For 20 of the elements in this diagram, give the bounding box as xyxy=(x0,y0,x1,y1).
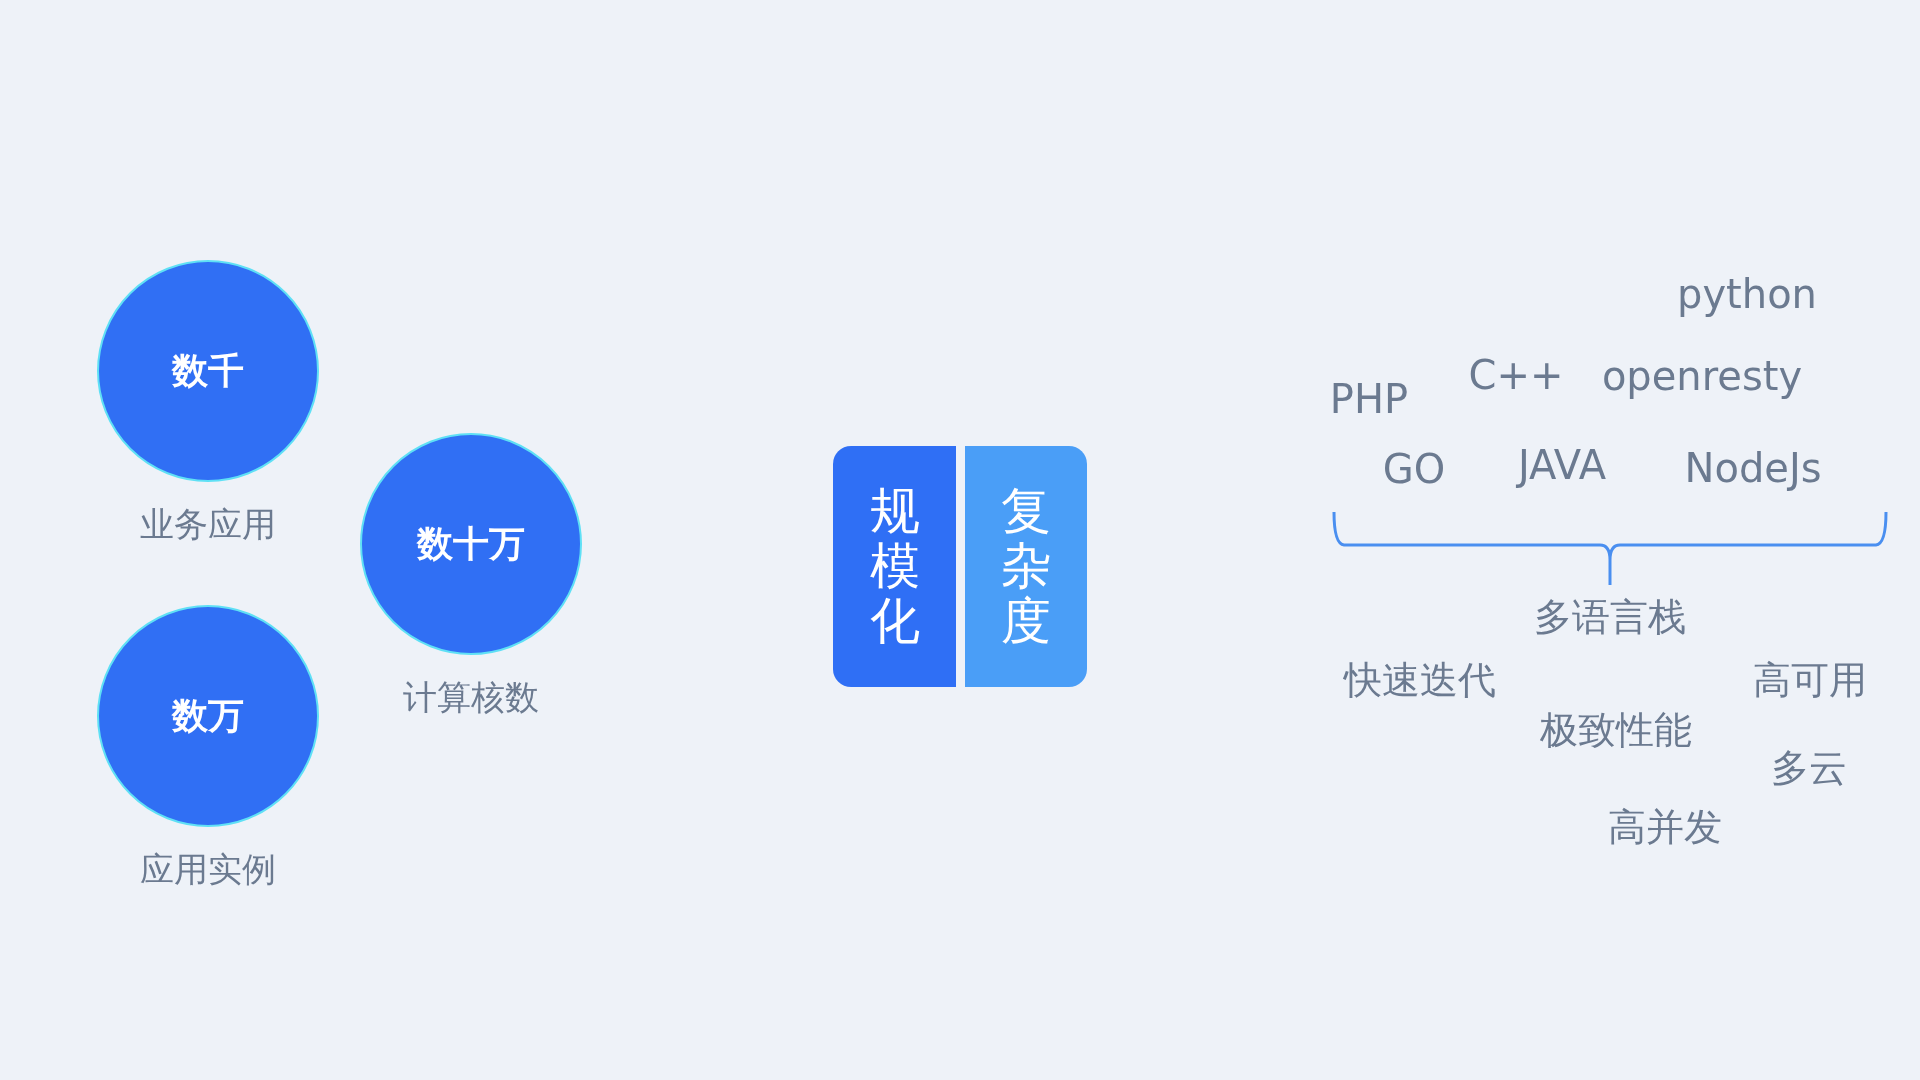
keyword-label: openresty xyxy=(1600,352,1804,401)
dimension-panel xyxy=(833,446,956,687)
keyword-label: 极致性能 xyxy=(1539,707,1693,755)
keyword-label: 多云 xyxy=(1770,745,1848,793)
circle-value: 数千 xyxy=(172,349,244,393)
keyword-label: 高并发 xyxy=(1607,804,1723,852)
keyword-label: NodeJs xyxy=(1683,444,1823,493)
panel-title: 规模化 xyxy=(869,484,920,649)
circle-caption: 计算核数 xyxy=(402,677,540,717)
panel-title: 复杂度 xyxy=(1001,484,1051,649)
circle-value: 数十万 xyxy=(417,522,525,566)
keyword-label: 快速迭代 xyxy=(1342,657,1497,705)
circle-caption: 业务应用 xyxy=(139,504,277,544)
circle-value: 数万 xyxy=(172,694,244,738)
dimension-panel xyxy=(965,446,1087,687)
keyword-label: 多语言栈 xyxy=(1533,594,1687,642)
keyword-label: python xyxy=(1676,270,1818,319)
keyword-label: JAVA xyxy=(1515,441,1608,490)
circle-caption: 应用实例 xyxy=(139,849,277,889)
keyword-label: 高可用 xyxy=(1752,657,1868,705)
